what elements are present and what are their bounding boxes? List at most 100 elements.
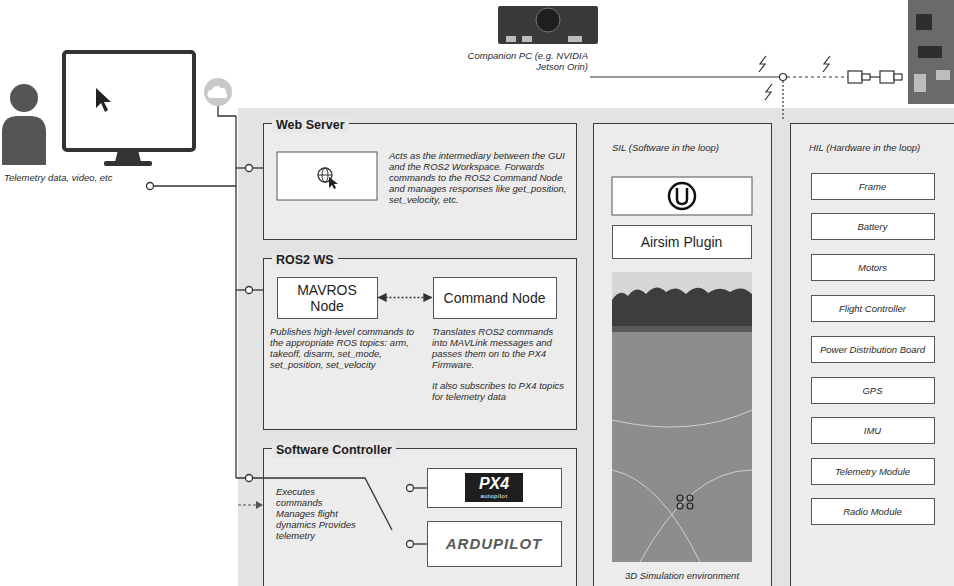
description-text: Publishes high-level commands to the app…	[270, 326, 420, 370]
component-name: Motors	[858, 262, 887, 273]
device-label: Companion PC (e.g. NVIDIA Jetson Orin)	[466, 50, 588, 72]
monitor-screen	[64, 52, 194, 150]
panel-heading: Web Server	[272, 117, 349, 133]
panel-heading: HIL (Hardware in the loop)	[809, 142, 949, 153]
ros2-workspace-panel: MAVROS NodeCommand NodeROS2 WSPublishes …	[263, 258, 577, 430]
dashed-input	[238, 504, 256, 505]
hardware-component-box: Motors	[811, 254, 935, 281]
globe-cursor	[329, 177, 338, 189]
wireless-symbol	[823, 56, 830, 72]
court-line	[640, 470, 752, 562]
court-line	[612, 470, 700, 562]
wireless-symbol	[759, 56, 766, 72]
drone-rotor	[687, 503, 693, 509]
hardware-component-box: Battery	[811, 213, 935, 240]
hardware-component-box: Flight Controller	[811, 295, 935, 322]
globe-icon	[318, 175, 332, 176]
dotted-connector	[378, 297, 433, 298]
engine-logo-box	[612, 177, 752, 215]
wire-terminal	[246, 165, 253, 172]
drone-symbol	[677, 495, 693, 509]
bus-trunk	[235, 116, 236, 478]
wire-terminal	[780, 74, 787, 81]
node-name: Command Node	[444, 290, 546, 306]
cloud-wire	[218, 106, 236, 116]
wireless-symbol	[765, 84, 772, 100]
component-name: Flight Controller	[839, 303, 906, 314]
logo-text: PX4	[465, 473, 523, 492]
drone-rotor	[677, 503, 683, 509]
simulation-fence	[612, 326, 752, 332]
companion-link	[590, 76, 780, 77]
hardware-component-box: Telemetry Module	[811, 458, 935, 485]
sil-panel: Airsim Plugin SIL (Software in the loop) 3…	[593, 123, 772, 586]
panel-heading: SIL (Software in the loop)	[612, 142, 762, 153]
switch-contact-wire	[414, 543, 427, 544]
flight-board	[908, 0, 954, 104]
dashed-link	[787, 76, 848, 77]
usb-plug	[862, 74, 870, 80]
court-line	[612, 410, 752, 427]
component-name: GPS	[862, 385, 882, 396]
component-name: Radio Module	[843, 506, 902, 517]
dashed-input-head	[256, 501, 263, 509]
engine-logo	[677, 188, 687, 204]
dotted-link	[782, 81, 783, 120]
cloud-badge	[204, 78, 232, 106]
px4-logo-box: PX4autopilot	[427, 468, 562, 508]
component-name: Power Distribution Board	[820, 344, 925, 355]
switch-contact-wire	[414, 487, 427, 488]
telemetry-wire	[154, 185, 236, 186]
software-controller-panel: PX4autopilotARDUPILOTSoftware Controller…	[263, 448, 577, 586]
hardware-component-box: GPS	[811, 377, 935, 404]
drone-rotor	[677, 495, 683, 501]
hardware-component-box: Radio Module	[811, 498, 935, 525]
usb-plug	[880, 71, 894, 83]
wire-terminal	[246, 475, 253, 482]
plugin-box: Airsim Plugin	[612, 225, 752, 259]
usb-plug	[848, 71, 862, 83]
ardupilot-logo-box: ARDUPILOT	[427, 521, 562, 567]
node-name: MAVROS Node	[292, 282, 363, 314]
gui-icon-box	[277, 152, 377, 200]
description-text: Acts as the intermediary between the GUI…	[389, 150, 571, 205]
component-name: IMU	[864, 425, 881, 436]
monitor-stand	[115, 150, 141, 162]
image-caption: 3D Simulation environment	[612, 570, 752, 581]
companion-pc-port	[568, 36, 582, 42]
description-text: Translates ROS2 commands into MAVLink me…	[432, 326, 570, 370]
panel-fill	[263, 258, 577, 430]
cloud-icon	[207, 86, 227, 98]
user-body	[2, 116, 46, 165]
panel-fill	[263, 448, 577, 586]
panel-fill	[263, 123, 577, 240]
ros-node-box: Command Node	[433, 277, 557, 319]
plugin-name: Airsim Plugin	[641, 234, 723, 250]
wire-terminal	[147, 183, 154, 190]
companion-pc-fan	[536, 8, 560, 32]
web-server-panel: Web ServerActs as the intermediary betwe…	[263, 123, 577, 240]
panel-fill	[593, 123, 772, 586]
companion-pc-port	[522, 36, 532, 42]
flight-board-chip	[936, 70, 950, 80]
switch-contact	[407, 541, 414, 548]
simulation-ground	[612, 272, 752, 562]
hardware-component-box: IMU	[811, 417, 935, 444]
component-name: Frame	[859, 181, 886, 192]
hardware-component-box: Power Distribution Board	[811, 336, 935, 363]
monitor-base	[104, 161, 152, 166]
ros-node-box: MAVROS Node	[277, 277, 378, 319]
usb-plug	[894, 74, 902, 80]
panel-fill	[790, 123, 954, 586]
description-text: It also subscribes to PX4 topics for tel…	[432, 380, 570, 402]
panel-heading: Software Controller	[272, 442, 396, 458]
simulation-trees	[612, 287, 752, 330]
flight-board-chip	[918, 46, 942, 58]
companion-pc-port	[506, 36, 516, 42]
component-name: Battery	[857, 221, 887, 232]
panel-heading: ROS2 WS	[272, 252, 338, 268]
usb-cable	[870, 76, 880, 77]
flight-board-chip	[916, 14, 932, 30]
flight-board-chip	[914, 74, 926, 92]
hil-panel: FrameBatteryMotorsFlight ControllerPower…	[790, 123, 954, 586]
